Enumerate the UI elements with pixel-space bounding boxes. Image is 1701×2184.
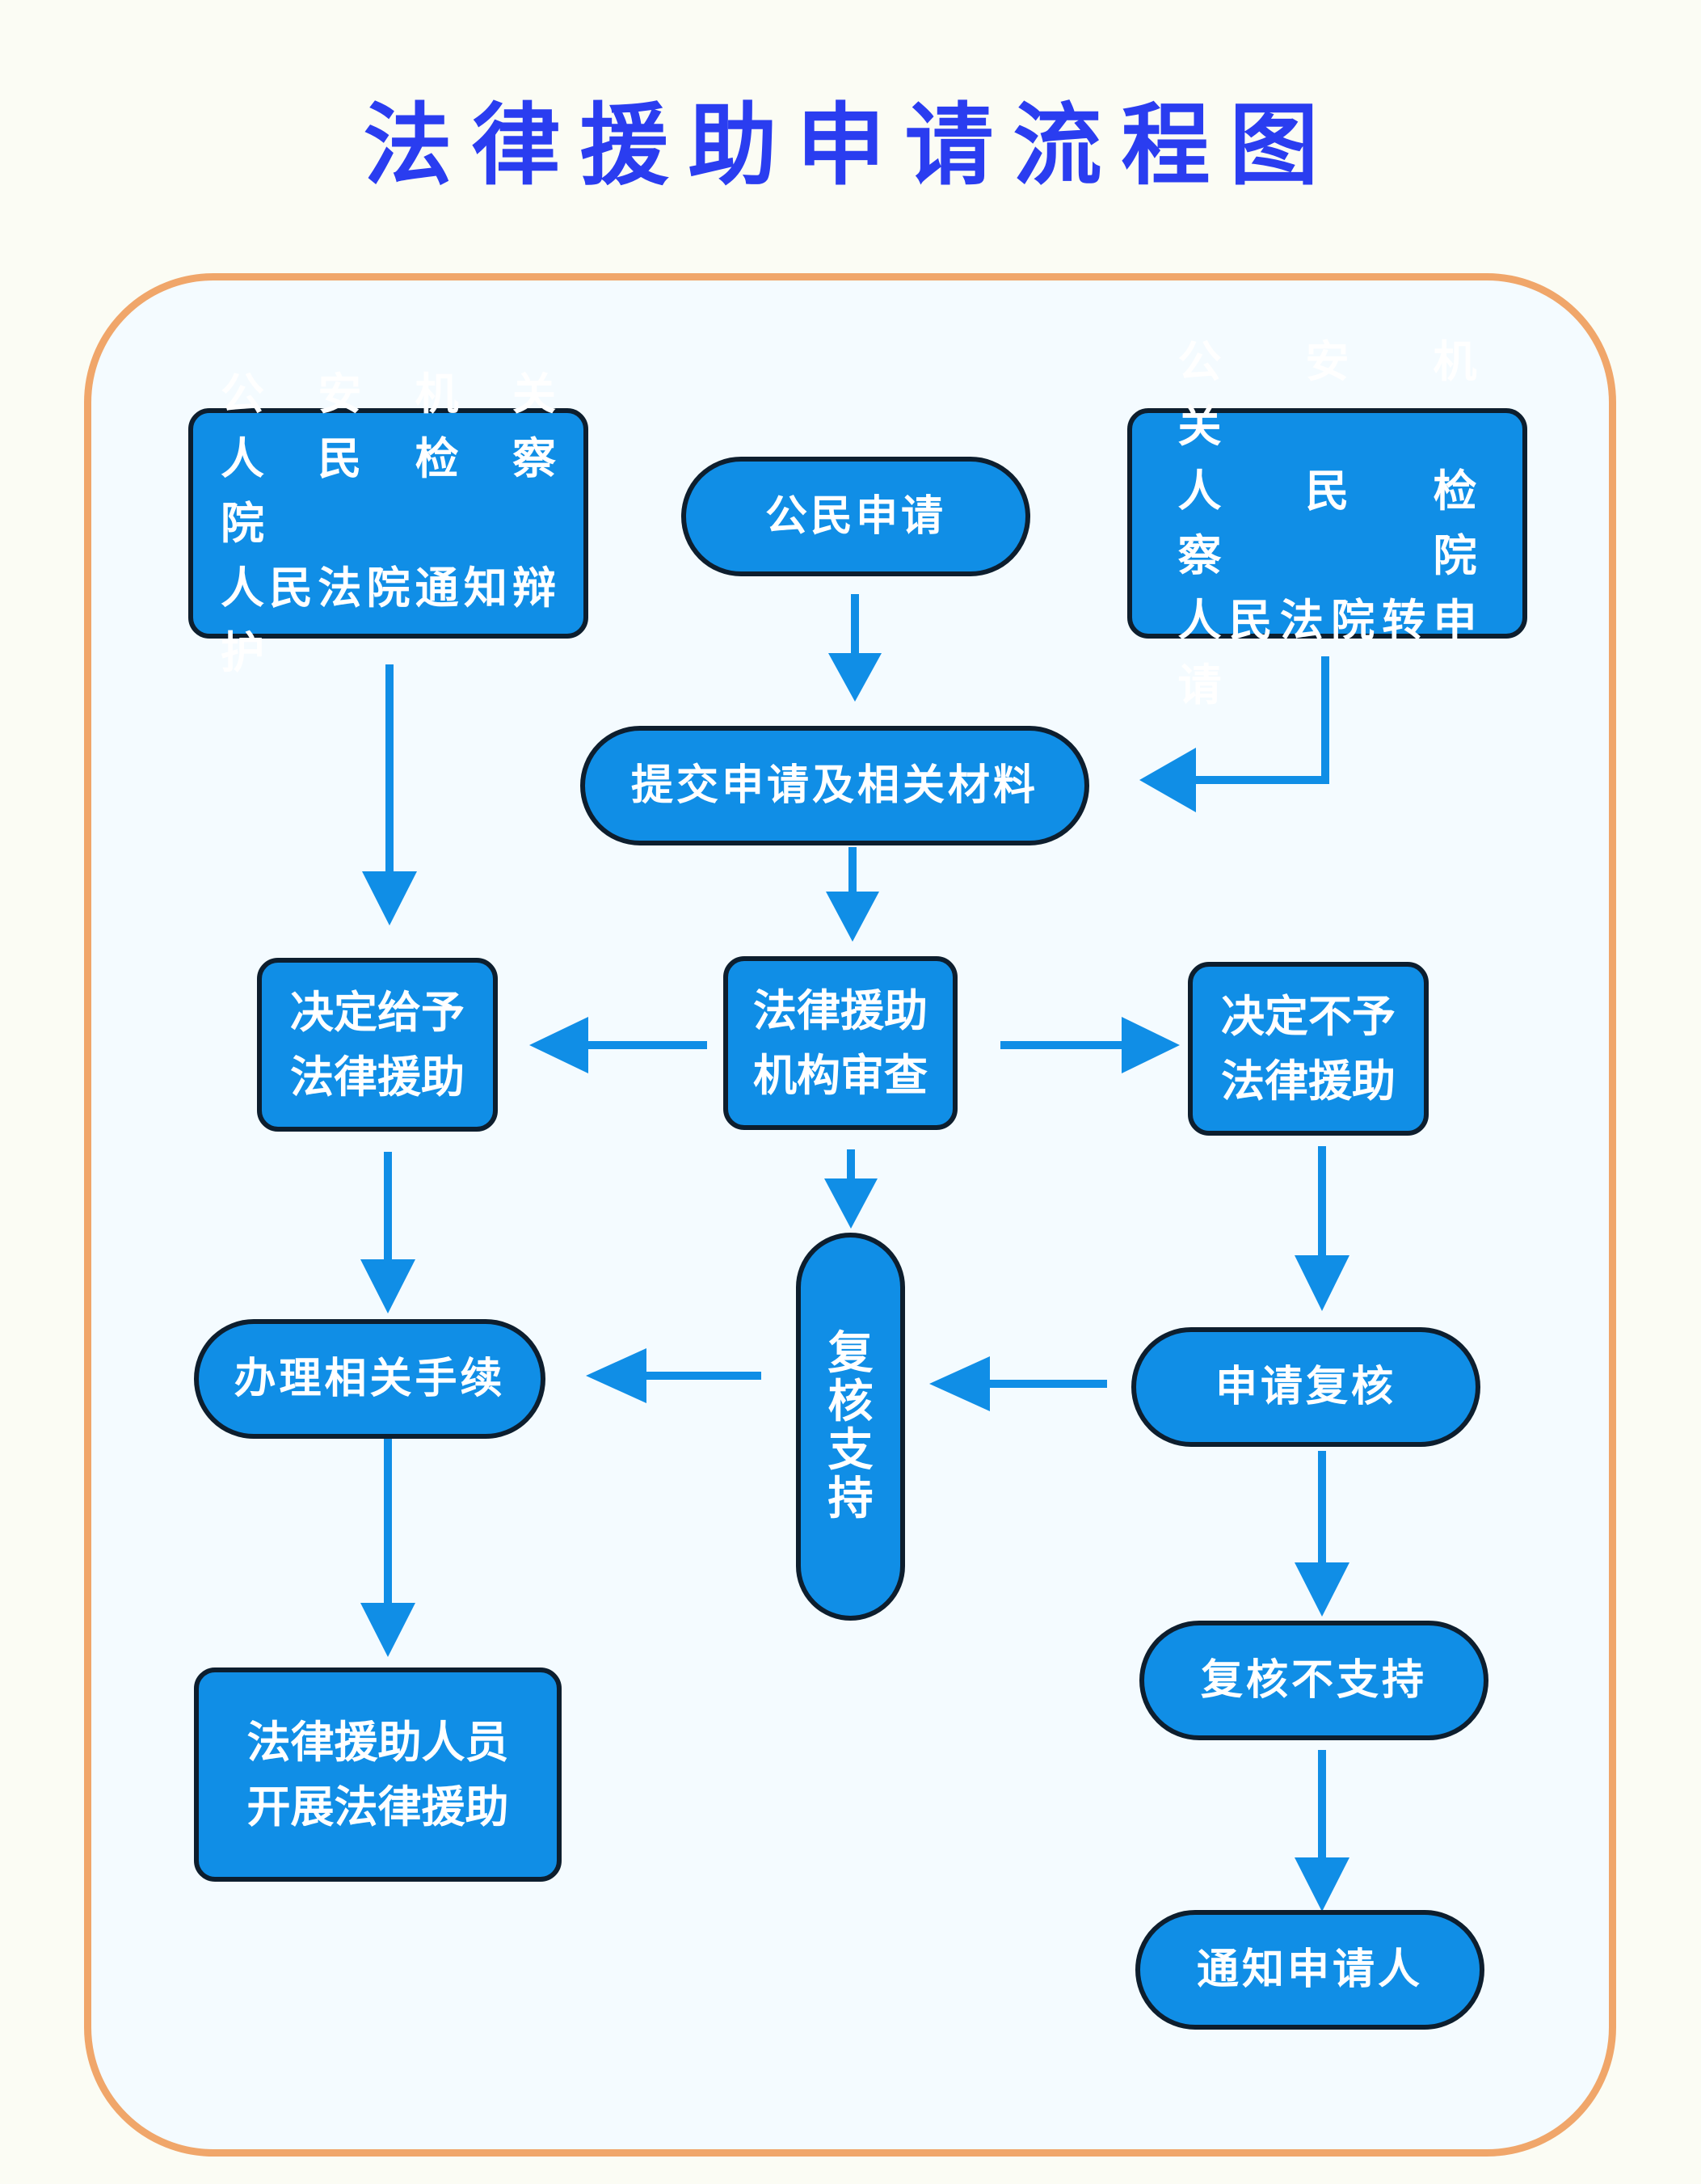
right-source-line-2: 人 民 检 察 院 [1177, 465, 1521, 581]
recheck-support-node: 复核支持 [796, 1233, 905, 1621]
apply-recheck-label: 申请复核 [1215, 1363, 1396, 1411]
notify-applicant-label: 通知申请人 [1196, 1946, 1423, 1994]
recheck-not-support-node: 复核不支持 [1139, 1621, 1488, 1740]
submit-materials-node: 提交申请及相关材料 [580, 726, 1089, 845]
arrow-right-source-to-submit [1196, 656, 1329, 784]
procedures-label: 办理相关手续 [234, 1355, 506, 1403]
deny-line-1: 决定不予 [1221, 990, 1396, 1042]
aid-staff-line-1: 法律援助人员 [246, 1716, 509, 1768]
submit-materials-label: 提交申请及相关材料 [630, 761, 1038, 810]
apply-recheck-node: 申请复核 [1131, 1327, 1480, 1447]
aid-staff-node: 法律援助人员 开展法律援助 [194, 1668, 562, 1882]
recheck-support-label: 复核支持 [827, 1327, 874, 1525]
left-source-node: 公 安 机 关 人 民 检 察 院 人民法院通知辩护 [188, 369, 600, 678]
left-source-line-2: 人 民 检 察 院 [221, 432, 600, 549]
right-source-node: 公 安 机 关 人 民 检 察 院 人民法院转申请 [1127, 336, 1527, 710]
notify-applicant-node: 通知申请人 [1135, 1910, 1484, 2030]
grant-line-2: 法律援助 [290, 1051, 465, 1103]
recheck-not-support-label: 复核不支持 [1200, 1656, 1427, 1705]
citizen-apply-label: 公民申请 [764, 492, 946, 541]
procedures-node: 办理相关手续 [194, 1319, 545, 1439]
review-line-2: 机构审查 [753, 1049, 928, 1101]
left-source-line-3: 人民法院通知辩护 [221, 562, 556, 678]
left-source-line-1: 公 安 机 关 [221, 368, 556, 420]
deny-line-2: 法律援助 [1221, 1055, 1396, 1107]
right-source-line-3: 人民法院转申请 [1177, 594, 1477, 710]
aid-staff-line-2: 开展法律援助 [246, 1781, 509, 1832]
review-line-1: 法律援助 [753, 984, 928, 1036]
grant-line-1: 决定给予 [290, 986, 465, 1038]
page-title: 法律援助申请流程图 [363, 94, 1338, 197]
right-source-line-1: 公 安 机 关 [1177, 335, 1521, 452]
deny-node: 决定不予 法律援助 [1188, 962, 1429, 1136]
citizen-apply-node: 公民申请 [681, 457, 1030, 576]
review-node: 法律援助 机构审查 [723, 956, 958, 1130]
grant-node: 决定给予 法律援助 [257, 958, 498, 1132]
